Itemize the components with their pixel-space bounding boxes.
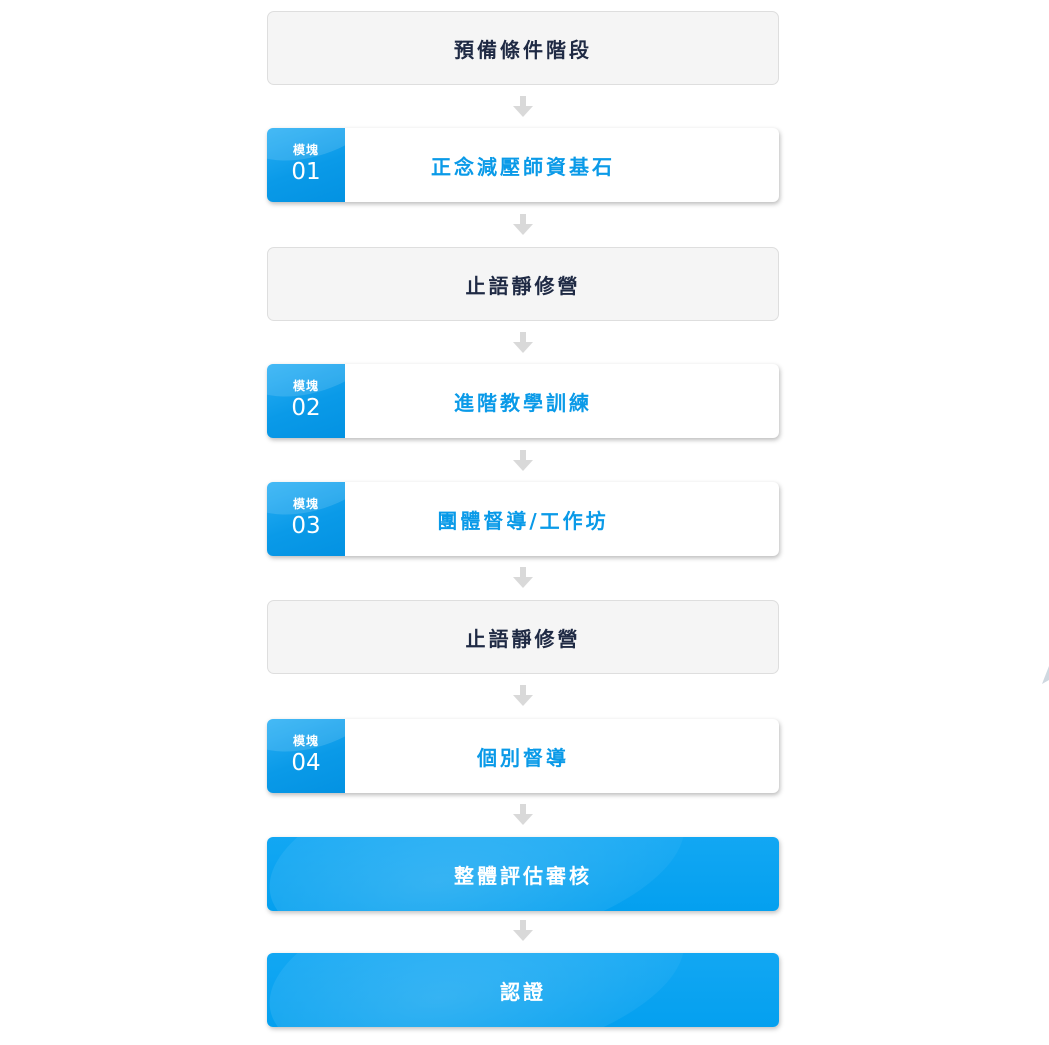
module-badge: 模塊 01 [267,128,345,202]
step-module-04: 模塊 04 個別督導 [267,719,779,793]
step-label: 團體督導/工作坊 [437,508,609,533]
step-label: 認證 [500,979,546,1004]
module-badge: 模塊 02 [267,364,345,438]
module-word: 模塊 [292,734,319,748]
step-label: 正念減壓師資基石 [431,154,615,179]
module-number: 03 [291,513,321,539]
step-label: 個別督導 [477,745,569,770]
module-badge: 模塊 04 [267,719,345,793]
step-prerequisite: 預備條件階段 [267,11,779,85]
module-word: 模塊 [292,143,319,157]
step-label: 整體評估審核 [454,863,592,888]
step-label: 止語靜修營 [465,626,581,651]
step-label: 止語靜修營 [465,273,581,298]
step-module-02: 模塊 02 進階教學訓練 [267,364,779,438]
arrow-down-icon [513,920,533,941]
arrow-down-icon [513,96,533,117]
arrow-down-icon [513,332,533,353]
module-number: 02 [291,395,321,421]
edge-decoration [1042,666,1049,684]
step-overall-review: 整體評估審核 [267,837,779,911]
arrow-down-icon [513,685,533,706]
arrow-down-icon [513,804,533,825]
module-number: 01 [291,159,321,185]
step-label: 預備條件階段 [454,37,592,62]
arrow-down-icon [513,567,533,588]
step-label: 進階教學訓練 [454,390,592,415]
module-word: 模塊 [292,379,319,393]
arrow-down-icon [513,214,533,235]
step-module-01: 模塊 01 正念減壓師資基石 [267,128,779,202]
module-badge: 模塊 03 [267,482,345,556]
step-silent-retreat-1: 止語靜修營 [267,247,779,321]
step-certification: 認證 [267,953,779,1027]
step-silent-retreat-2: 止語靜修營 [267,600,779,674]
step-module-03: 模塊 03 團體督導/工作坊 [267,482,779,556]
module-number: 04 [291,750,321,776]
arrow-down-icon [513,450,533,471]
module-word: 模塊 [292,497,319,511]
